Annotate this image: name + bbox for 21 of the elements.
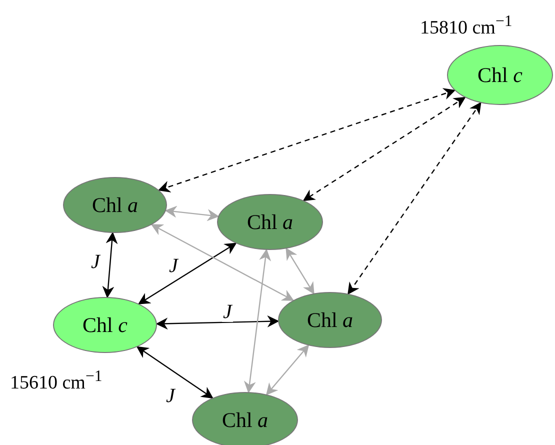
arrow (158, 88, 456, 192)
arrow (266, 344, 310, 396)
arrow (348, 102, 482, 295)
frequency-label: 15810 cm$^{−1}$ (420, 13, 512, 40)
arrow (138, 242, 237, 304)
arrow (102, 232, 118, 298)
frequency-label: 15610 cm$^{−1}$ (10, 368, 102, 394)
arrow (244, 248, 272, 394)
node-label: Chl c (478, 62, 522, 88)
arrow (150, 224, 294, 301)
edge-label: J (222, 302, 233, 322)
node-label: Chl c (82, 312, 128, 338)
node-label: Chl a (246, 210, 294, 234)
arrow (302, 96, 466, 202)
arrow (164, 206, 220, 222)
arrow (286, 248, 314, 294)
node-label: Chl a (222, 408, 268, 432)
node-label: Chl a (92, 192, 138, 218)
node-label: Chl a (306, 308, 354, 332)
arrow (136, 346, 214, 399)
arrow (156, 315, 280, 330)
